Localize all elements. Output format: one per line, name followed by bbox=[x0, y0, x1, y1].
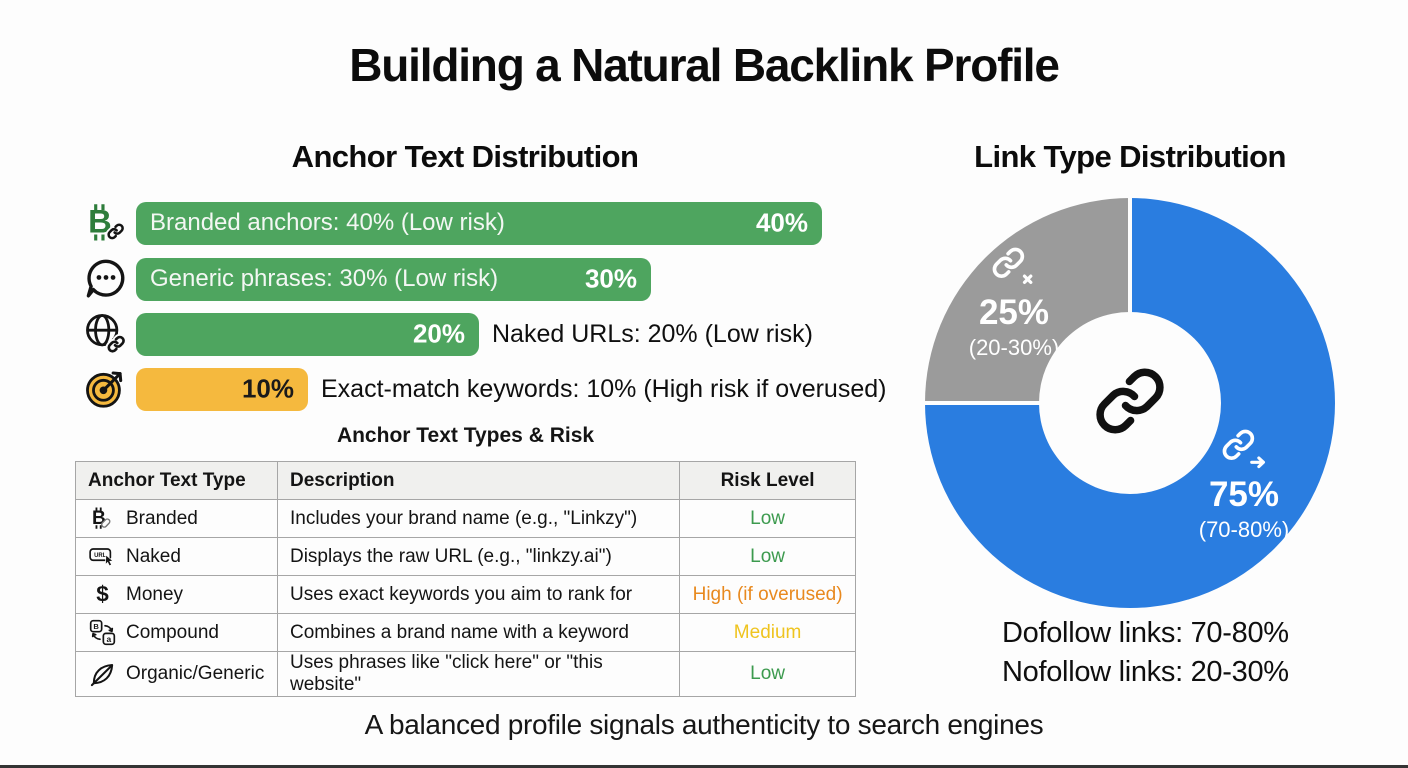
segment-percent: 25% bbox=[978, 292, 1050, 332]
globe-link-icon bbox=[80, 311, 132, 357]
footer-note: A balanced profile signals authenticity … bbox=[364, 709, 1044, 740]
bar-label: Exact-match keywords: 10% (High risk if … bbox=[321, 374, 887, 403]
segment-range: (20-30%) bbox=[968, 334, 1060, 360]
type-cell: URL Naked bbox=[75, 537, 278, 576]
column-header-description: Description bbox=[276, 461, 681, 500]
type-cell: Organic/Generic bbox=[75, 651, 278, 697]
type-cell: B Branded bbox=[75, 499, 278, 538]
anchor-bar-row: Generic phrases: 30% (Low risk) 30% bbox=[80, 256, 651, 302]
legend-nofollow: Nofollow links: 20-30% bbox=[1002, 656, 1289, 688]
table-header-row: Anchor Text Type Description Risk Level bbox=[75, 461, 856, 500]
risk-cell: Low bbox=[679, 499, 856, 538]
anchor-type-label: Naked bbox=[126, 545, 181, 567]
table-row: Organic/Generic Uses phrases like "click … bbox=[75, 651, 856, 697]
table-row: B Branded Includes your brand name (e.g., … bbox=[75, 499, 856, 538]
target-dart-icon bbox=[80, 366, 132, 412]
anchor-type-label: Organic/Generic bbox=[126, 663, 265, 684]
link-section-title: Link Type Distribution bbox=[974, 139, 1286, 174]
bitcoin-link-icon: B bbox=[80, 200, 132, 246]
url-cursor-icon: URL bbox=[88, 543, 116, 571]
bar-label: Naked URLs: 20% (Low risk) bbox=[492, 319, 813, 348]
column-header-type: Anchor Text Type bbox=[75, 461, 278, 500]
anchor-type-label: Branded bbox=[126, 507, 198, 529]
svg-text:a: a bbox=[106, 634, 111, 644]
table-row: $ Money Uses exact keywords you aim to ran… bbox=[75, 575, 856, 614]
svg-text:URL: URL bbox=[94, 553, 107, 559]
anchor-bar-row: 20% Naked URLs: 20% (Low risk) bbox=[80, 311, 813, 357]
description-cell: Combines a brand name with a keyword bbox=[276, 613, 681, 652]
anchor-bar-row: B Branded anchors: 40% (Low risk) 40% bbox=[80, 200, 822, 246]
link-broken-icon bbox=[991, 246, 1037, 293]
donut-legend: Dofollow links: 70-80% Nofollow links: 2… bbox=[1002, 617, 1289, 695]
donut-segment-seam bbox=[1128, 198, 1132, 403]
leaf-icon bbox=[88, 660, 116, 688]
donut-segment-seam bbox=[925, 401, 1130, 405]
donut-segment-label-nofollow: 25% (20-30%) bbox=[948, 246, 1080, 359]
description-cell: Uses exact keywords you aim to rank for bbox=[276, 575, 681, 614]
anchor-bar: 20% bbox=[136, 312, 479, 356]
svg-text:$: $ bbox=[96, 582, 109, 607]
risk-cell: Low bbox=[679, 537, 856, 576]
segment-range: (70-80%) bbox=[1198, 516, 1290, 542]
bar-label: Branded anchors: 40% (Low risk) bbox=[150, 209, 505, 236]
bar-value: 20% bbox=[412, 318, 465, 349]
risk-cell: Medium bbox=[679, 613, 856, 652]
anchor-types-table: Anchor Text Type Description Risk Level … bbox=[75, 461, 856, 697]
donut-segment-label-dofollow: 75% (70-80%) bbox=[1175, 428, 1313, 541]
risk-cell: High (if overused) bbox=[679, 575, 856, 614]
link-arrow-icon bbox=[1221, 428, 1267, 475]
description-cell: Uses phrases like "click here" or "this … bbox=[276, 651, 681, 697]
donut-center bbox=[1039, 312, 1221, 494]
dollar-icon: $ bbox=[88, 581, 116, 609]
anchor-section-title: Anchor Text Distribution bbox=[291, 139, 639, 174]
anchor-bar-row: 10% Exact-match keywords: 10% (High risk … bbox=[80, 366, 886, 412]
bitcoin-clip-icon: B bbox=[88, 505, 116, 533]
anchor-bar: Generic phrases: 30% (Low risk) 30% bbox=[136, 257, 651, 301]
svg-text:B: B bbox=[93, 622, 99, 631]
main-title: Building a Natural Backlink Profile bbox=[349, 39, 1060, 91]
anchor-bar: 10% bbox=[136, 367, 308, 411]
speech-bubble-icon bbox=[80, 256, 132, 302]
column-header-risk: Risk Level bbox=[679, 461, 856, 500]
description-cell: Displays the raw URL (e.g., "linkzy.ai") bbox=[276, 537, 681, 576]
anchor-bar: Branded anchors: 40% (Low risk) 40% bbox=[136, 201, 822, 245]
anchor-type-label: Compound bbox=[126, 621, 219, 643]
segment-percent: 75% bbox=[1208, 474, 1280, 514]
anchor-type-label: Money bbox=[126, 583, 184, 605]
bottom-edge-line bbox=[0, 765, 1408, 768]
table-row: URL Naked Displays the raw URL (e.g., "lin… bbox=[75, 537, 856, 576]
bar-value: 30% bbox=[584, 263, 637, 294]
type-cell: $ Money bbox=[75, 575, 278, 614]
svg-text:B: B bbox=[88, 203, 112, 240]
bar-value: 10% bbox=[241, 373, 294, 404]
table-title: Anchor Text Types & Risk bbox=[336, 424, 595, 447]
legend-dofollow: Dofollow links: 70-80% bbox=[1002, 617, 1289, 649]
description-cell: Includes your brand name (e.g., "Linkzy"… bbox=[276, 499, 681, 538]
bar-value: 40% bbox=[755, 207, 808, 238]
risk-cell: Low bbox=[679, 651, 856, 697]
link-type-donut-chart: 25% (20-30%) 75% (70-80%) bbox=[925, 198, 1335, 608]
bar-label: Generic phrases: 30% (Low risk) bbox=[150, 265, 499, 292]
link-icon bbox=[1094, 365, 1166, 442]
